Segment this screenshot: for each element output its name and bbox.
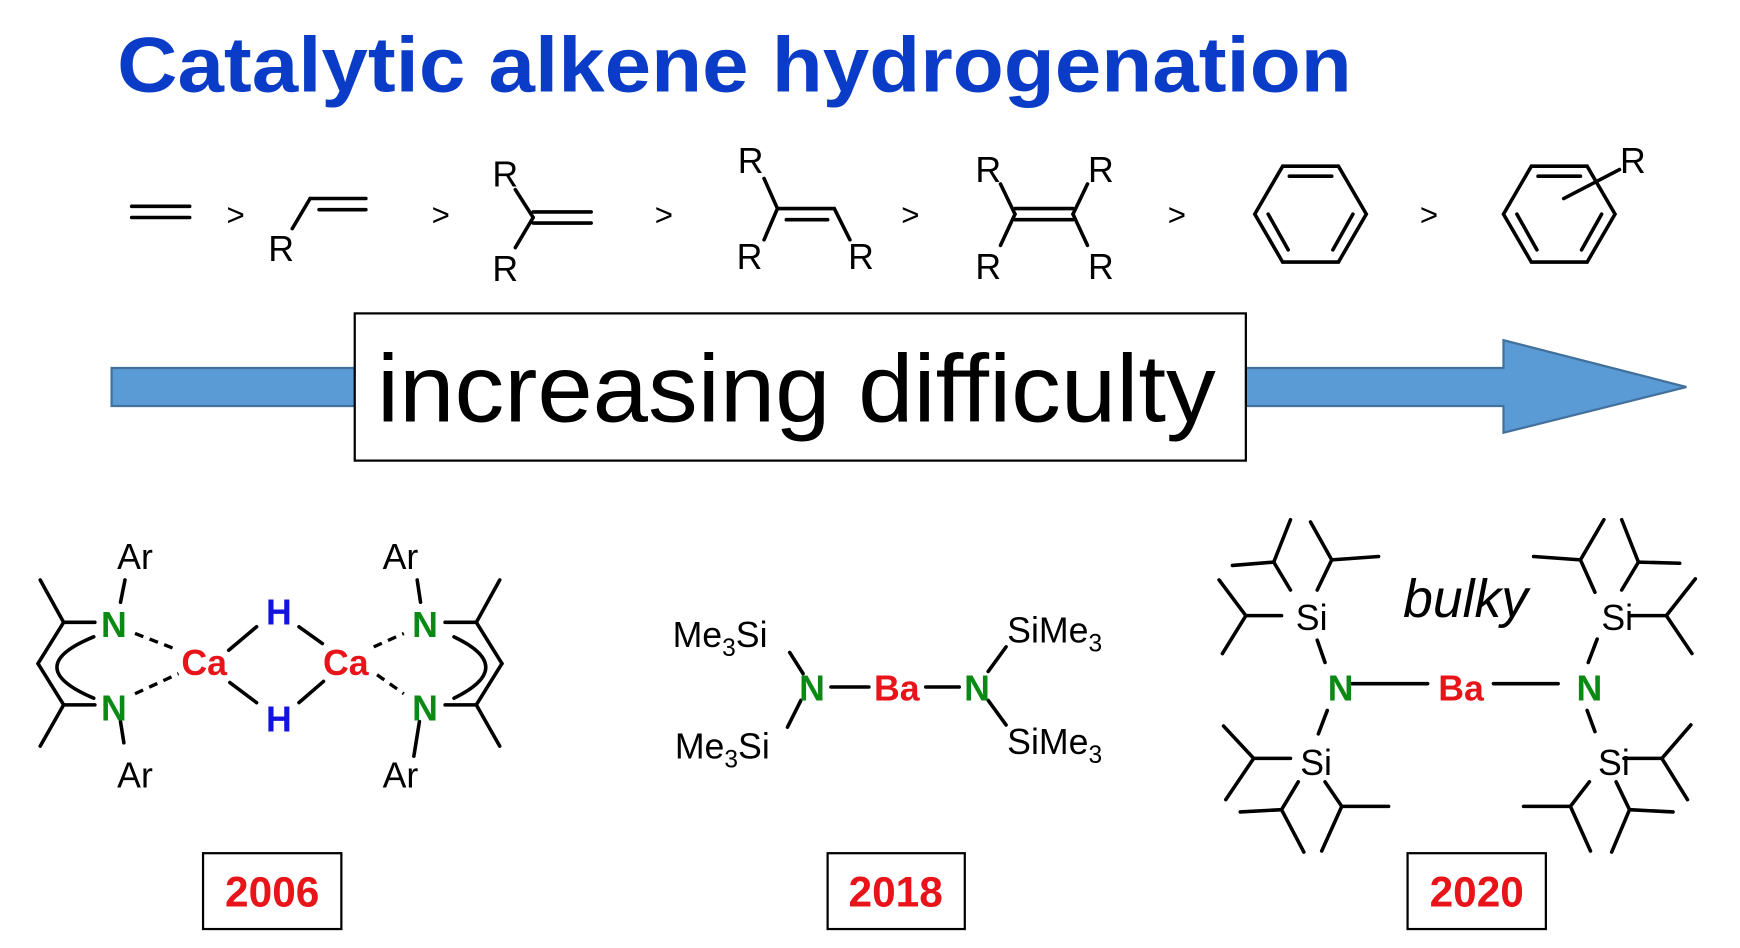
barium-atom: Ba bbox=[1438, 668, 1485, 708]
gt-sign: > bbox=[1168, 197, 1186, 232]
aryl-label: Ar bbox=[383, 755, 419, 795]
r-label: R bbox=[975, 150, 1001, 190]
alkene-series bbox=[129, 164, 1622, 264]
year-label: 2018 bbox=[849, 869, 943, 916]
nitrogen-atom: N bbox=[101, 688, 127, 728]
r-label: R bbox=[1620, 141, 1646, 181]
hydride-atom: H bbox=[266, 700, 292, 740]
barium-atom: Ba bbox=[874, 668, 921, 708]
trimethylsilyl-label: SiMe3 bbox=[1007, 722, 1102, 769]
aryl-label: Ar bbox=[117, 755, 153, 795]
substituent-labels: R R R R R R R R R R R bbox=[268, 141, 1646, 289]
ethylene bbox=[129, 204, 192, 220]
nitrogen-atom: N bbox=[412, 688, 438, 728]
substituted-benzene-ring bbox=[1501, 164, 1622, 264]
year-box-2006 bbox=[201, 852, 343, 931]
greater-than-signs: > > > > > > bbox=[226, 197, 1438, 232]
silicon-atom: Si bbox=[1300, 743, 1332, 783]
silicon-atom: Si bbox=[1296, 598, 1328, 638]
monosubstituted-alkene bbox=[290, 196, 368, 231]
year-box-2018 bbox=[826, 852, 966, 931]
slide-title: Catalytic alkene hydrogenation bbox=[117, 20, 1352, 108]
gt-sign: > bbox=[226, 197, 244, 232]
bulky-barium-silylamide-complex: Si Si Si Si N Ba N bulky bbox=[1217, 517, 1698, 854]
banner-text: increasing difficulty bbox=[377, 336, 1216, 443]
r-label: R bbox=[492, 249, 518, 289]
silicon-atom: Si bbox=[1601, 598, 1633, 638]
trimethylsilyl-label: SiMe3 bbox=[1007, 610, 1102, 657]
banner-box bbox=[353, 312, 1247, 462]
nitrogen-atom: N bbox=[799, 668, 825, 708]
gt-sign: > bbox=[655, 197, 673, 232]
r-label: R bbox=[737, 237, 763, 277]
r-label: R bbox=[848, 237, 874, 277]
trisubstituted-alkene bbox=[762, 176, 852, 242]
aryl-label: Ar bbox=[383, 537, 419, 577]
calcium-hydride-complex: Ar Ar Ar Ar N N N N Ca Ca H H bbox=[36, 537, 504, 795]
gem-disubstituted-alkene bbox=[513, 187, 593, 250]
nitrogen-atom: N bbox=[964, 668, 990, 708]
trimethylsilyl-label: Me3Si bbox=[675, 726, 770, 773]
gt-sign: > bbox=[901, 197, 919, 232]
hydride-atom: H bbox=[266, 593, 292, 633]
r-label: R bbox=[492, 154, 518, 194]
year-label: 2006 bbox=[225, 869, 319, 916]
r-label: R bbox=[738, 141, 764, 181]
r-label: R bbox=[268, 229, 294, 269]
benzene-ring bbox=[1252, 164, 1369, 264]
r-label: R bbox=[975, 247, 1001, 287]
r-label: R bbox=[1088, 150, 1114, 190]
bulky-note: bulky bbox=[1403, 570, 1531, 629]
nitrogen-atom: N bbox=[412, 605, 438, 645]
nitrogen-atom: N bbox=[1576, 668, 1602, 708]
barium-silylamide-complex: Me3Si Me3Si SiMe3 SiMe3 N Ba N bbox=[673, 610, 1103, 773]
gt-sign: > bbox=[1420, 197, 1438, 232]
nitrogen-atom: N bbox=[101, 605, 127, 645]
gt-sign: > bbox=[432, 197, 450, 232]
silicon-atom: Si bbox=[1598, 743, 1630, 783]
tetrasubstituted-alkene bbox=[998, 182, 1090, 248]
year-label: 2020 bbox=[1430, 869, 1524, 916]
aryl-label: Ar bbox=[117, 537, 153, 577]
nitrogen-atom: N bbox=[1328, 668, 1354, 708]
calcium-atom: Ca bbox=[323, 643, 370, 683]
calcium-atom: Ca bbox=[181, 643, 228, 683]
trimethylsilyl-label: Me3Si bbox=[673, 615, 768, 662]
year-box-2020 bbox=[1406, 852, 1547, 931]
r-label: R bbox=[1088, 247, 1114, 287]
